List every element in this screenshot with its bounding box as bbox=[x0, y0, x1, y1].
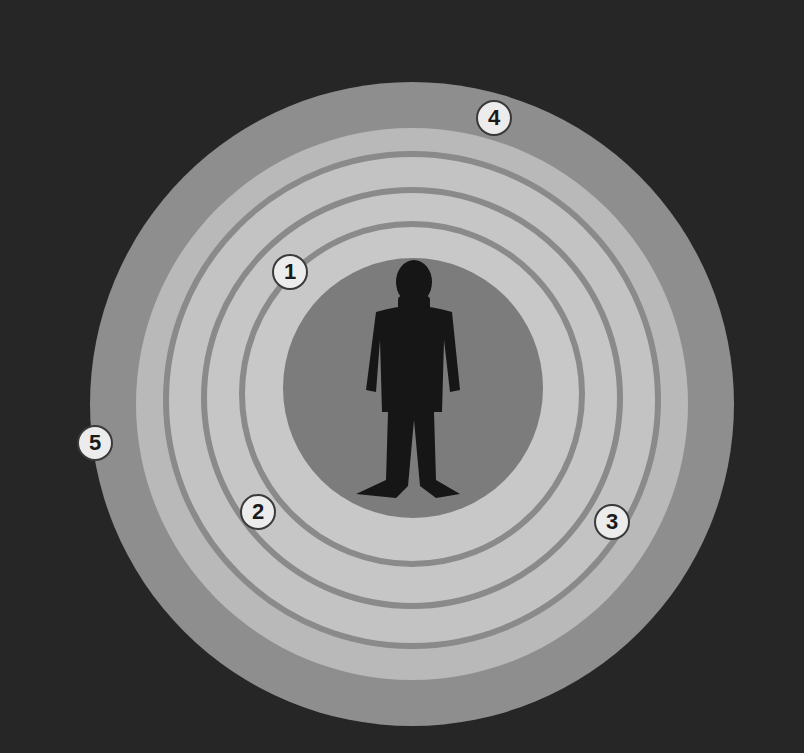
person-silhouette bbox=[356, 260, 460, 498]
inner-disk bbox=[283, 258, 543, 518]
ring-line bbox=[166, 154, 658, 646]
callout-number: 4 bbox=[476, 100, 512, 136]
light-band bbox=[136, 128, 688, 680]
callout-number: 1 bbox=[272, 254, 308, 290]
ring-line bbox=[204, 190, 620, 606]
callout-number: 3 bbox=[594, 504, 630, 540]
ring-line bbox=[242, 224, 582, 564]
callout-number: 2 bbox=[240, 494, 276, 530]
callout-number: 5 bbox=[77, 425, 113, 461]
outer-band bbox=[90, 82, 734, 726]
